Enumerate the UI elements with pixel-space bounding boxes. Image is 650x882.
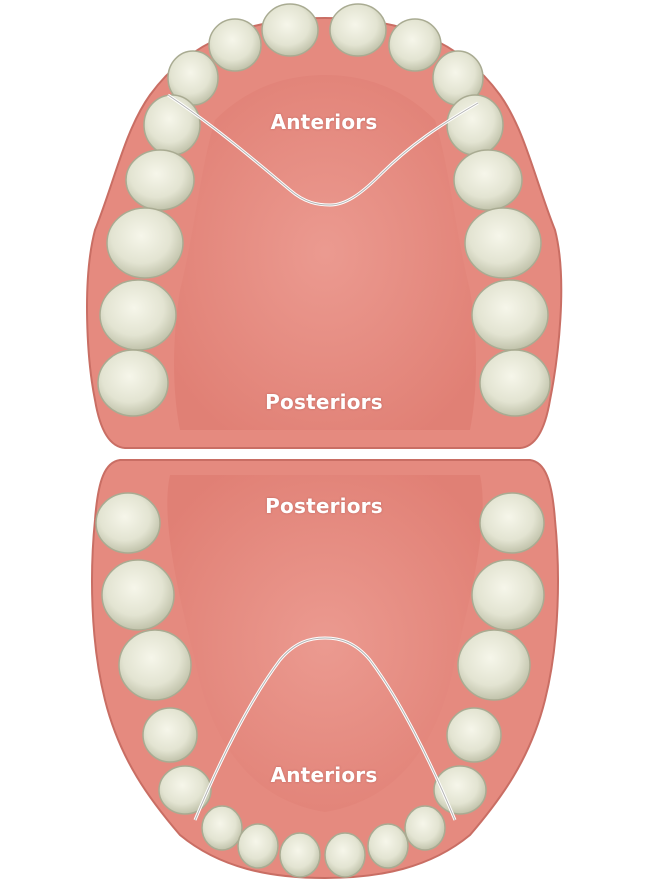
tooth-icon <box>446 707 502 763</box>
tooth-icon <box>237 823 279 869</box>
tooth-icon <box>329 3 387 57</box>
tooth-icon <box>118 629 192 701</box>
tooth-icon <box>464 207 542 279</box>
upper-anteriors-label: Anteriors <box>270 110 378 134</box>
tooth-icon <box>201 805 243 851</box>
lower-posteriors-label: Posteriors <box>265 494 383 518</box>
lower-divider-shadow <box>194 637 456 821</box>
lower-tongue <box>167 475 483 812</box>
upper-teeth <box>97 3 551 417</box>
tooth-icon <box>97 349 169 417</box>
tooth-icon <box>324 832 366 878</box>
upper-posteriors-label: Posteriors <box>265 390 383 414</box>
tooth-icon <box>143 94 201 156</box>
lower-anteriors-label: Anteriors <box>270 763 378 787</box>
tooth-icon <box>208 18 262 72</box>
tooth-icon <box>101 559 175 631</box>
tooth-icon <box>388 18 442 72</box>
tooth-icon <box>471 279 549 351</box>
tooth-icon <box>158 765 212 815</box>
lower-teeth <box>95 492 545 878</box>
tooth-icon <box>279 832 321 878</box>
tooth-icon <box>457 629 531 701</box>
upper-divider-shadow <box>167 94 479 206</box>
tooth-icon <box>95 492 161 554</box>
tooth-icon <box>404 805 446 851</box>
upper-palate <box>174 75 476 430</box>
tooth-icon <box>125 149 195 211</box>
tooth-icon <box>142 707 198 763</box>
tooth-icon <box>479 349 551 417</box>
tooth-icon <box>99 279 177 351</box>
tooth-icon <box>453 149 523 211</box>
tooth-icon <box>106 207 184 279</box>
tooth-icon <box>367 823 409 869</box>
tooth-icon <box>261 3 319 57</box>
tooth-icon <box>471 559 545 631</box>
upper-arch <box>86 3 563 449</box>
tooth-icon <box>479 492 545 554</box>
lower-arch <box>91 459 559 880</box>
